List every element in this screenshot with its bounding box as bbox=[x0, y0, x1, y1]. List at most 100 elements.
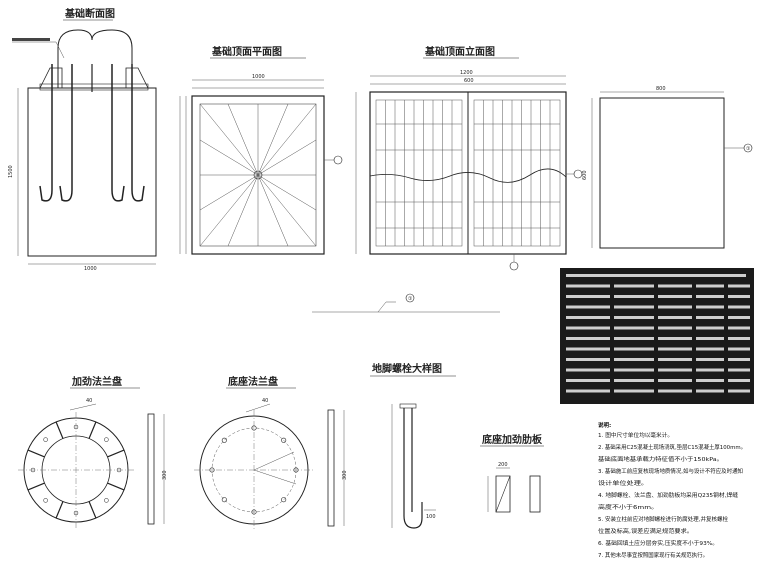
flange-rib bbox=[107, 482, 125, 491]
flange-hole bbox=[104, 437, 109, 442]
table-cell bbox=[614, 305, 654, 309]
table-cell bbox=[566, 347, 610, 351]
flange-hole bbox=[104, 498, 109, 503]
flange-rib bbox=[107, 449, 125, 458]
table-cell bbox=[566, 326, 610, 330]
table-cell bbox=[614, 379, 654, 382]
note-line: 6. 基础回填土应分层夯实,压实度不小于93%。 bbox=[598, 539, 718, 547]
table-cell bbox=[728, 284, 750, 288]
table-cell bbox=[728, 295, 750, 298]
foundation-plan-view: 基础顶面平面图 1000 bbox=[179, 45, 343, 255]
elevation-width-dim: 1200 bbox=[460, 70, 473, 76]
table-cell bbox=[614, 316, 654, 319]
table-cell bbox=[566, 295, 610, 298]
base-stiffener-view: 底座加劲肋板 200 bbox=[480, 433, 544, 513]
table-cell bbox=[658, 337, 692, 340]
plan-width-dim: 1000 bbox=[252, 74, 265, 80]
bottom-flange-title: 底座法兰盘 bbox=[228, 375, 278, 388]
table-cell bbox=[614, 284, 654, 288]
center-leader: ① bbox=[312, 293, 500, 313]
table-cell bbox=[566, 358, 610, 361]
table-cell bbox=[728, 347, 750, 351]
table-cell bbox=[728, 316, 750, 319]
table-cell bbox=[658, 358, 692, 361]
table-cell bbox=[566, 284, 610, 288]
top-flange-title: 加劲法兰盘 bbox=[71, 375, 122, 388]
table-cell bbox=[614, 295, 654, 298]
table-cell bbox=[696, 389, 724, 393]
table-cell bbox=[696, 358, 724, 361]
flange-rib bbox=[27, 482, 45, 491]
table-cell bbox=[566, 368, 610, 372]
flange-hole bbox=[43, 437, 48, 442]
material-table bbox=[560, 268, 754, 404]
base-stiffener-title: 底座加劲肋板 bbox=[482, 433, 543, 446]
flange-rib bbox=[88, 421, 97, 439]
notes-heading: 说明: bbox=[598, 421, 611, 429]
flange-rib bbox=[27, 449, 45, 458]
top-flange-side-dim: 300 bbox=[162, 470, 168, 480]
table-cell bbox=[658, 389, 692, 393]
foundation-elevation-view: 基础顶面立面图 1200 600 bbox=[355, 45, 583, 271]
table-cell bbox=[614, 347, 654, 351]
table-cell bbox=[614, 326, 654, 330]
stiffener-dim: 200 bbox=[498, 462, 508, 468]
table-cell bbox=[614, 358, 654, 361]
note-line: 3. 基础施工前应复核现场地质情况,如与设计不符应及时通知 bbox=[598, 467, 743, 475]
note-line: 位置及标高,误差应满足规范要求。 bbox=[598, 527, 693, 535]
note-line: 5. 安装立柱前应对地脚螺栓进行防腐处理,并复核螺栓 bbox=[598, 515, 728, 523]
table-cell bbox=[566, 337, 610, 340]
table-cell bbox=[696, 337, 724, 340]
top-flange-view: 加劲法兰盘 40 300 bbox=[18, 375, 168, 528]
note-line: 4. 地脚螺栓、法兰盘、加劲肋板均采用Q235钢材,焊缝 bbox=[598, 491, 739, 499]
anchor-bolt-dim: 100 bbox=[426, 514, 436, 520]
table-cell bbox=[728, 379, 750, 382]
note-line: 2. 基础采用C25混凝土现场浇筑,垫层C15混凝土厚100mm。 bbox=[598, 443, 746, 451]
elevation-width-dim2: 600 bbox=[464, 78, 474, 84]
table-cell bbox=[614, 337, 654, 340]
table-cell bbox=[728, 326, 750, 330]
flange-hole bbox=[43, 498, 48, 503]
note-line: 基础底面地基承载力特征值不小于150kPa。 bbox=[598, 455, 723, 463]
flange-rib bbox=[55, 501, 64, 519]
design-notes: 说明: 1. 图中尺寸单位均以毫米计。 2. 基础采用C25混凝土现场浇筑,垫层C… bbox=[598, 421, 746, 559]
panel-width-dim: 800 bbox=[656, 86, 666, 92]
foundation-elevation-title: 基础顶面立面图 bbox=[424, 45, 495, 58]
top-flange-dim: 40 bbox=[86, 398, 92, 404]
section-width-dim: 1000 bbox=[84, 266, 97, 272]
bolt-hole bbox=[281, 437, 287, 443]
table-cell bbox=[696, 347, 724, 351]
bottom-flange-side-dim: 300 bbox=[342, 470, 348, 480]
table-cell bbox=[696, 326, 724, 330]
bolt-hole bbox=[221, 437, 227, 443]
foundation-section-view: 基础断面图 1500 1000 bbox=[8, 7, 157, 272]
table-cell bbox=[614, 368, 654, 372]
table-cell bbox=[614, 389, 654, 393]
anchor-bolt-view: 地脚螺栓大样图 100 bbox=[370, 362, 456, 529]
table-cell bbox=[696, 305, 724, 309]
table-cell bbox=[696, 316, 724, 319]
flange-rib bbox=[55, 421, 64, 439]
flange-rib bbox=[88, 501, 97, 519]
note-line: 7. 其他未尽事宜按照国家现行有关规范执行。 bbox=[598, 551, 708, 559]
note-line: 1. 图中尺寸单位均以毫米计。 bbox=[598, 431, 673, 439]
table-cell bbox=[696, 368, 724, 372]
table-cell bbox=[566, 316, 610, 319]
panel-height-dim: 600 bbox=[582, 170, 588, 180]
table-cell bbox=[728, 305, 750, 309]
table-cell bbox=[696, 284, 724, 288]
table-cell bbox=[658, 284, 692, 288]
table-cell bbox=[728, 389, 750, 393]
note-line: 高度不小于6mm。 bbox=[598, 503, 658, 511]
table-cell bbox=[658, 295, 692, 298]
table-cell bbox=[566, 305, 610, 309]
foundation-section-title: 基础断面图 bbox=[64, 7, 115, 20]
note-line: 设计单位处理。 bbox=[598, 479, 648, 487]
table-cell bbox=[658, 305, 692, 309]
table-cell bbox=[566, 274, 746, 277]
table-cell bbox=[658, 379, 692, 382]
bolt-hole bbox=[281, 497, 287, 503]
table-cell bbox=[566, 379, 610, 382]
table-cell bbox=[658, 368, 692, 372]
bottom-flange-dim: 40 bbox=[262, 398, 268, 404]
